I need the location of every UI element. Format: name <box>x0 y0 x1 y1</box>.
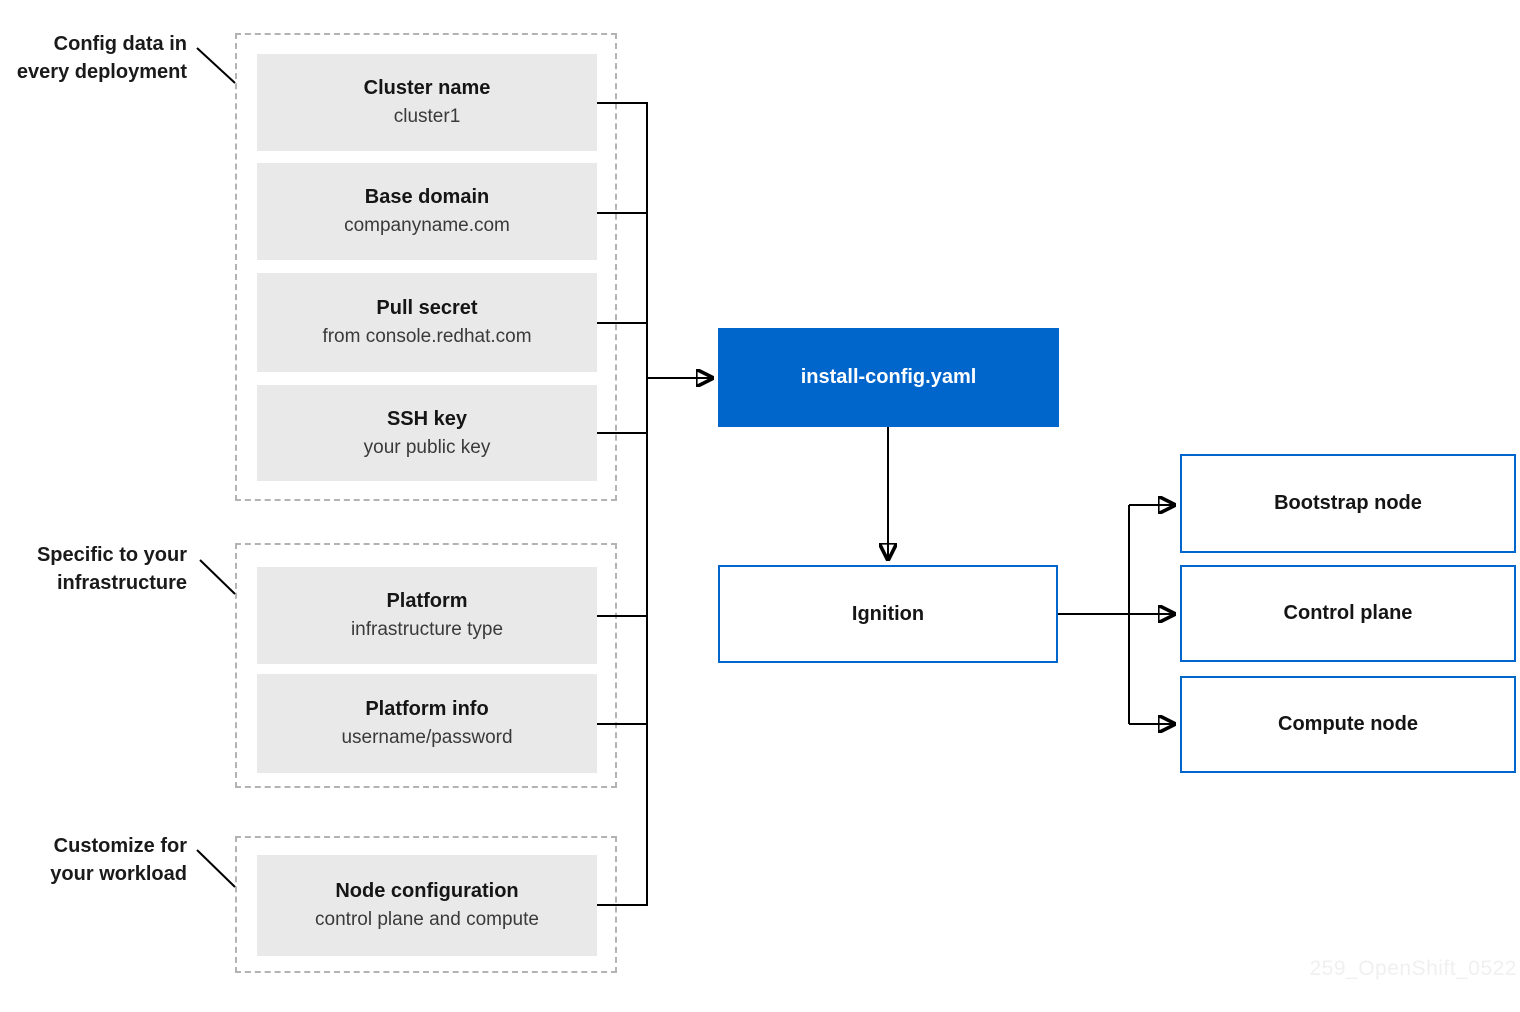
compute-node-box: Compute node <box>1180 676 1516 773</box>
ssh-key-title: SSH key <box>386 407 468 430</box>
cluster-name-title: Cluster name <box>363 77 491 99</box>
pull-secret-value: from console.redhat.com <box>322 326 532 347</box>
pull-secret-title: Pull secret <box>376 297 478 319</box>
platform-value: infrastructure type <box>350 619 504 640</box>
bootstrap-node-label: Bootstrap node <box>1274 492 1422 514</box>
watermark-text: 259_OpenShift_0522 <box>1309 957 1517 980</box>
pull-secret-box: Pull secret from console.redhat.com <box>257 273 597 372</box>
ssh-key-box: SSH key your public key <box>257 385 597 481</box>
tick-workload <box>196 849 236 888</box>
control-plane-box: Control plane <box>1180 565 1516 662</box>
platform-info-box: Platform info username/password <box>257 674 597 773</box>
platform-title: Platform <box>386 590 468 612</box>
compute-node-label: Compute node <box>1278 713 1418 735</box>
platform-box: Platform infrastructure type <box>257 567 597 664</box>
base-domain-value: companyname.com <box>344 215 510 236</box>
platform-info-title: Platform info <box>365 698 489 720</box>
annotation-line: Customize for <box>53 835 187 857</box>
ignition-box: Ignition <box>718 565 1058 663</box>
annotation-line: your workload <box>50 863 187 885</box>
tick-infrastructure <box>199 559 236 595</box>
platform-info-value: username/password <box>341 727 513 748</box>
annotation-line: Specific to your <box>36 544 187 566</box>
annotation-config-data: Config data in every deployment <box>0 30 187 86</box>
node-configuration-box: Node configuration control plane and com… <box>257 855 597 956</box>
annotation-workload: Customize for your workload <box>0 832 187 888</box>
node-configuration-title: Node configuration <box>335 880 519 902</box>
install-config-yaml-box: install-config.yaml <box>718 328 1059 427</box>
base-domain-box: Base domain companyname.com <box>257 163 597 260</box>
annotation-line: infrastructure <box>56 572 187 594</box>
cluster-name-value: cluster1 <box>393 106 461 127</box>
annotation-line: Config data in <box>53 33 187 55</box>
install-config-yaml-label: install-config.yaml <box>800 366 977 388</box>
ssh-key-value: your public key <box>363 436 491 458</box>
base-domain-title: Base domain <box>364 186 490 208</box>
control-plane-label: Control plane <box>1283 602 1413 624</box>
cluster-name-box: Cluster name cluster1 <box>257 54 597 151</box>
ignition-label: Ignition <box>851 602 925 625</box>
annotation-infrastructure: Specific to your infrastructure <box>0 541 187 597</box>
tick-config-data <box>196 47 236 84</box>
annotation-line: every deployment <box>16 61 187 83</box>
node-configuration-value: control plane and compute <box>315 909 539 930</box>
bootstrap-node-box: Bootstrap node <box>1180 454 1516 553</box>
